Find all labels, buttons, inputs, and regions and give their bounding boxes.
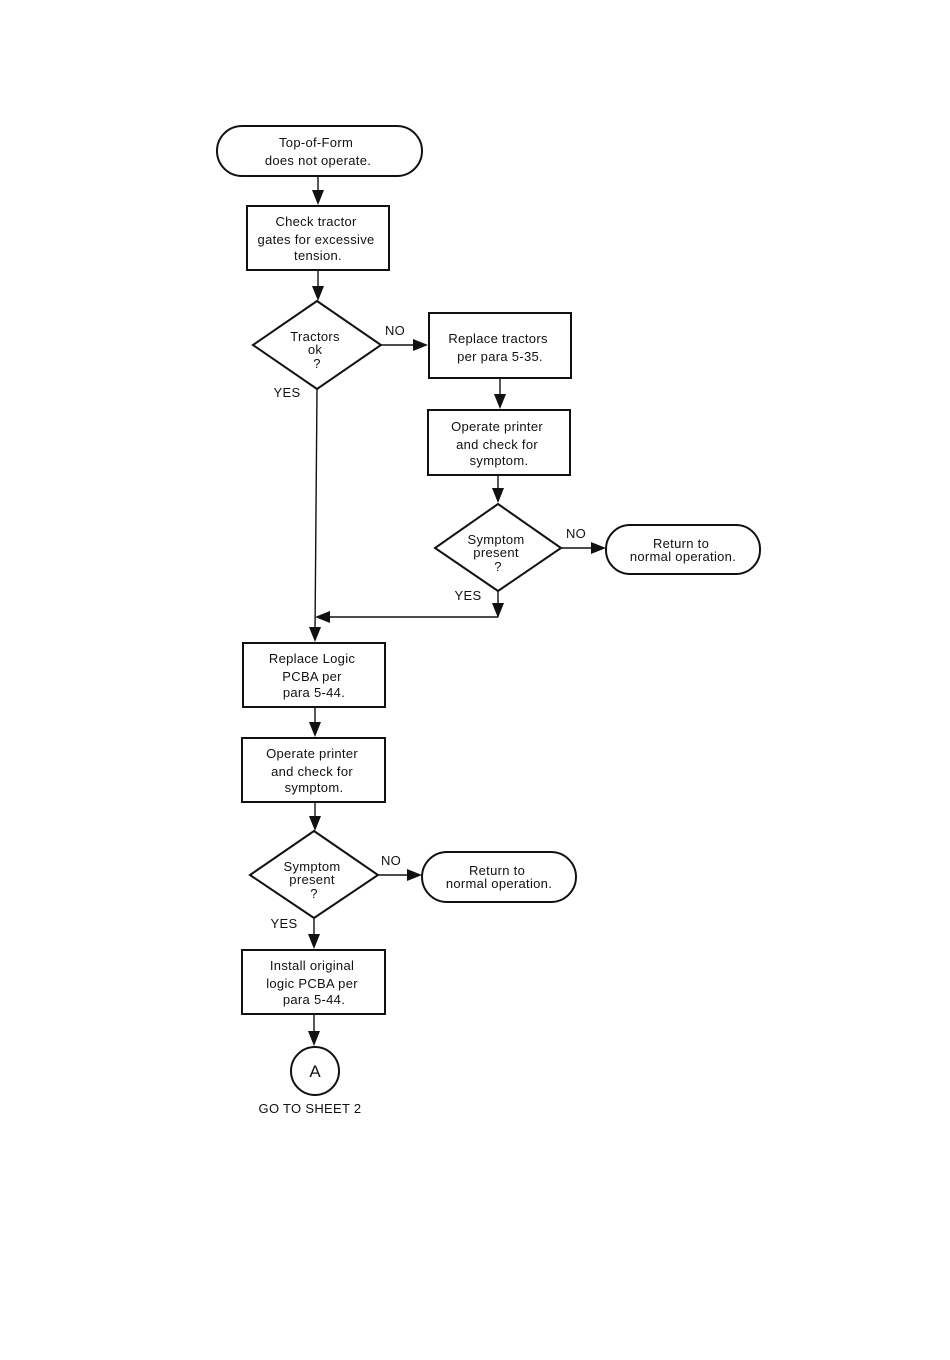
text-line: ? — [313, 356, 321, 371]
decision-text: Tractors ok ? — [290, 329, 344, 371]
terminal-return-normal-1: Return to normal operation. — [605, 524, 761, 575]
text-line: Operate printer — [451, 419, 543, 434]
text-line: normal operation. — [630, 549, 736, 564]
text-line: per para 5-35. — [457, 349, 543, 364]
arrowhead — [492, 603, 504, 618]
arrowhead — [309, 722, 321, 737]
text-line: normal operation. — [446, 876, 552, 891]
process-box — [241, 949, 386, 1015]
no-label: NO — [566, 526, 586, 541]
arrowhead — [308, 934, 320, 949]
connector-letter: A — [309, 1062, 321, 1081]
text-line: ? — [310, 886, 318, 901]
offpage-connector-a: A GO TO SHEET 2 — [259, 1046, 362, 1116]
go-to-sheet-caption: GO TO SHEET 2 — [259, 1101, 362, 1116]
text-line: Install original — [270, 958, 354, 973]
process-text: Replace tractors per para 5-35. — [448, 331, 551, 364]
arrowhead — [492, 488, 504, 503]
line-tractors-yes-down — [314, 388, 318, 634]
text-line: PCBA per — [282, 669, 342, 684]
no-label: NO — [385, 323, 405, 338]
text-line: ? — [494, 559, 502, 574]
terminal-shape — [421, 851, 577, 903]
arrowhead — [407, 869, 422, 881]
process-text: Install original logic PCBA per para 5-4… — [266, 958, 362, 1007]
process-operate-printer-2: Operate printer and check for symptom. — [241, 737, 386, 803]
process-box — [246, 205, 390, 271]
text-line: Check tractor — [275, 214, 357, 229]
text-line: present — [289, 872, 335, 887]
process-box — [428, 312, 572, 379]
start-text: Top-of-Form does not operate. — [265, 135, 371, 168]
start-terminal: Top-of-Form does not operate. — [216, 125, 423, 177]
decision-text: Symptom present ? — [284, 859, 345, 901]
text-line: and check for — [456, 437, 538, 452]
text-line: Return to — [469, 863, 525, 878]
decision-symptom-present-1: Symptom present ? NO YES — [433, 502, 586, 603]
process-install-original-logic-pcba: Install original logic PCBA per para 5-4… — [241, 949, 386, 1015]
yes-label: YES — [274, 385, 301, 400]
text-line: tension. — [294, 248, 342, 263]
text-line: Symptom — [468, 532, 525, 547]
flow-connectors — [308, 176, 606, 1046]
terminal-shape — [216, 125, 423, 177]
text-line: ok — [308, 342, 323, 357]
decision-diamond — [251, 299, 383, 391]
process-text: Operate printer and check for symptom. — [266, 746, 362, 795]
text-line: Symptom — [284, 859, 341, 874]
arrowhead — [312, 190, 324, 205]
no-label: NO — [381, 853, 401, 868]
arrowhead — [494, 394, 506, 409]
text-line: and check for — [271, 764, 353, 779]
text-line: symptom. — [285, 780, 344, 795]
decision-text: Symptom present ? — [468, 532, 529, 574]
arrowhead — [309, 816, 321, 831]
text-line: Operate printer — [266, 746, 358, 761]
arrowhead — [413, 339, 428, 351]
process-check-tractor: Check tractor gates for excessive tensio… — [246, 205, 390, 271]
arrowhead — [591, 542, 606, 554]
arrowhead — [312, 286, 324, 301]
text-line: logic PCBA per — [266, 976, 358, 991]
text-line: symptom. — [470, 453, 529, 468]
yes-label: YES — [455, 588, 482, 603]
text-line: Replace tractors — [448, 331, 548, 346]
process-text: Replace Logic PCBA per para 5-44. — [269, 651, 359, 700]
text-line: present — [473, 545, 519, 560]
yes-label: YES — [271, 916, 298, 931]
text-line: para 5-44. — [283, 992, 345, 1007]
text-line: Return to — [653, 536, 709, 551]
process-replace-tractors: Replace tractors per para 5-35. — [428, 312, 572, 379]
decision-diamond — [433, 502, 563, 593]
process-box — [427, 409, 571, 476]
process-replace-logic-pcba: Replace Logic PCBA per para 5-44. — [242, 642, 386, 708]
terminal-text: Return to normal operation. — [630, 536, 736, 564]
decision-symptom-present-2: Symptom present ? NO YES — [248, 829, 401, 931]
process-text: Operate printer and check for symptom. — [451, 419, 547, 468]
process-operate-printer-1: Operate printer and check for symptom. — [427, 409, 571, 476]
process-text: Check tractor gates for excessive tensio… — [258, 214, 379, 263]
terminal-shape — [605, 524, 761, 575]
arrowhead — [308, 1031, 320, 1046]
text-line: para 5-44. — [283, 685, 345, 700]
text-line: Tractors — [290, 329, 340, 344]
terminal-return-normal-2: Return to normal operation. — [421, 851, 577, 903]
process-box — [242, 642, 386, 708]
text-line: Top-of-Form — [279, 135, 353, 150]
terminal-text: Return to normal operation. — [446, 863, 552, 891]
decision-diamond — [248, 829, 380, 920]
arrowhead — [309, 627, 321, 642]
decision-tractors-ok: Tractors ok ? NO YES — [251, 299, 405, 400]
text-line: gates for excessive — [258, 232, 375, 247]
connector-circle — [290, 1046, 340, 1096]
text-line: Replace Logic — [269, 651, 355, 666]
text-line: does not operate. — [265, 153, 371, 168]
process-box — [241, 737, 386, 803]
arrowhead — [315, 611, 330, 623]
